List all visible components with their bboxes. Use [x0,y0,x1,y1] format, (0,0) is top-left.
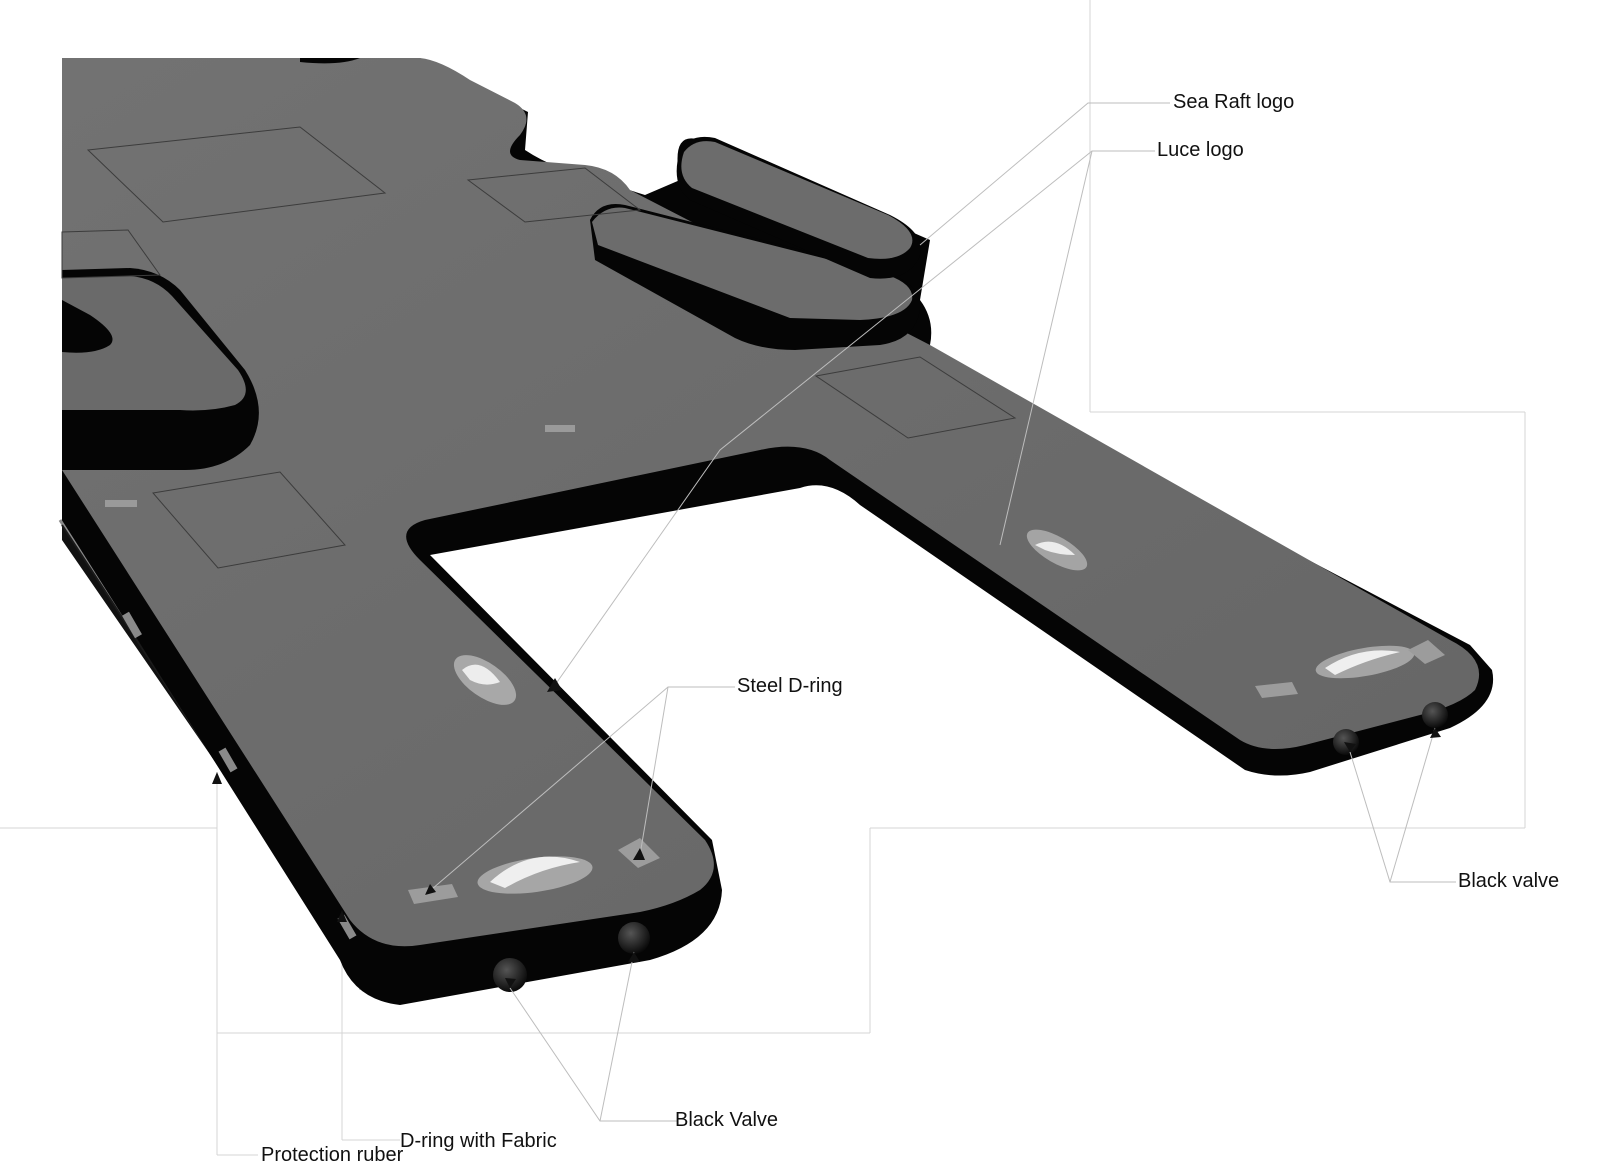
black-valve-bottom-label: Black Valve [675,1109,779,1131]
black-valve-right-label: Black valve [1458,870,1560,892]
dock-deck [62,58,1480,947]
callout-leaders [424,102,1456,1122]
protection-rubber-label: Protection ruber [261,1144,404,1166]
steel-d-ring-label: Steel D-ring [737,675,843,697]
frame-lines [0,0,1526,1156]
sea-raft-logo-label: Sea Raft logo [1173,91,1295,113]
deck-panels [61,126,1017,569]
left-pontoon [62,268,259,470]
black-valves [493,702,1448,992]
callout-arrowheads [212,678,1441,988]
luce-logo-label: Luce logo [1157,139,1244,161]
upper-tubes [300,58,921,350]
d-ring-fabric-label: D-ring with Fabric [400,1130,557,1152]
d-ring-handles [122,529,1445,940]
